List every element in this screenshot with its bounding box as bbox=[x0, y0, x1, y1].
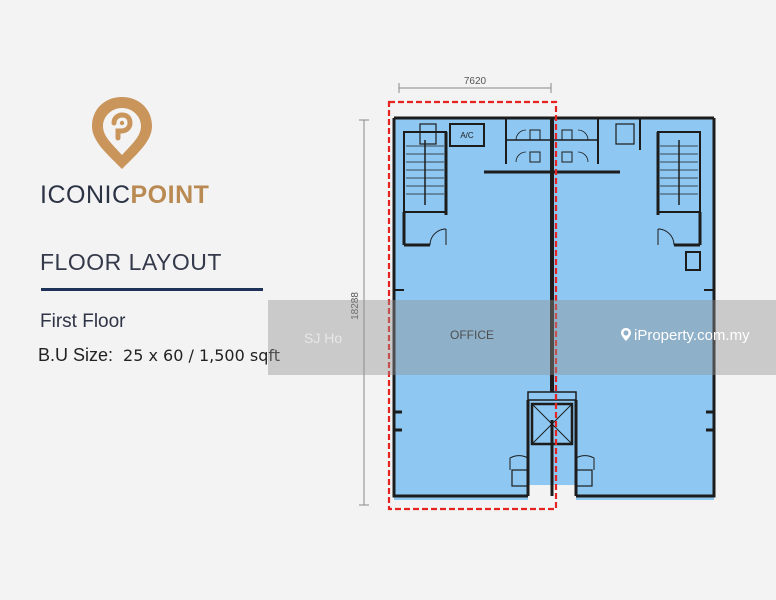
brand-name: ICONICPOINT bbox=[40, 181, 209, 210]
depth-dimension-label: 18288 bbox=[350, 292, 361, 320]
watermark-agent: SJ Ho bbox=[304, 330, 343, 346]
watermark-site: iProperty.com.my bbox=[620, 327, 750, 344]
location-pin-icon bbox=[621, 328, 631, 341]
watermark-site-text: iProperty.com.my bbox=[634, 327, 750, 344]
service-rooms bbox=[419, 118, 641, 174]
brand-name-part1: ICONIC bbox=[40, 181, 131, 209]
brand-name-part2: POINT bbox=[130, 181, 210, 209]
floor-plan-drawing: 7620 18288 bbox=[350, 76, 716, 511]
ac-label: A/C bbox=[460, 131, 474, 140]
page-title: FLOOR LAYOUT bbox=[40, 249, 222, 275]
built-up-size: B.U Size: 25 x 60 / 1,500 sqft bbox=[38, 345, 280, 366]
left-staircase bbox=[402, 131, 448, 247]
room-label-office: OFFICE bbox=[450, 328, 494, 342]
size-value: 25 x 60 / 1,500 sqft bbox=[123, 346, 280, 365]
width-dimension-label: 7620 bbox=[464, 76, 487, 87]
right-staircase bbox=[656, 131, 702, 271]
iconicpoint-logo-icon bbox=[92, 97, 152, 169]
highlighted-unit-outline bbox=[387, 100, 558, 511]
lift-core bbox=[509, 391, 595, 496]
column-marks bbox=[394, 410, 714, 432]
floor-name: First Floor bbox=[40, 311, 126, 332]
size-label: B.U Size: bbox=[38, 345, 114, 365]
watermark-band: SJ Ho iProperty.com.my bbox=[268, 300, 776, 375]
title-underline bbox=[41, 288, 263, 291]
